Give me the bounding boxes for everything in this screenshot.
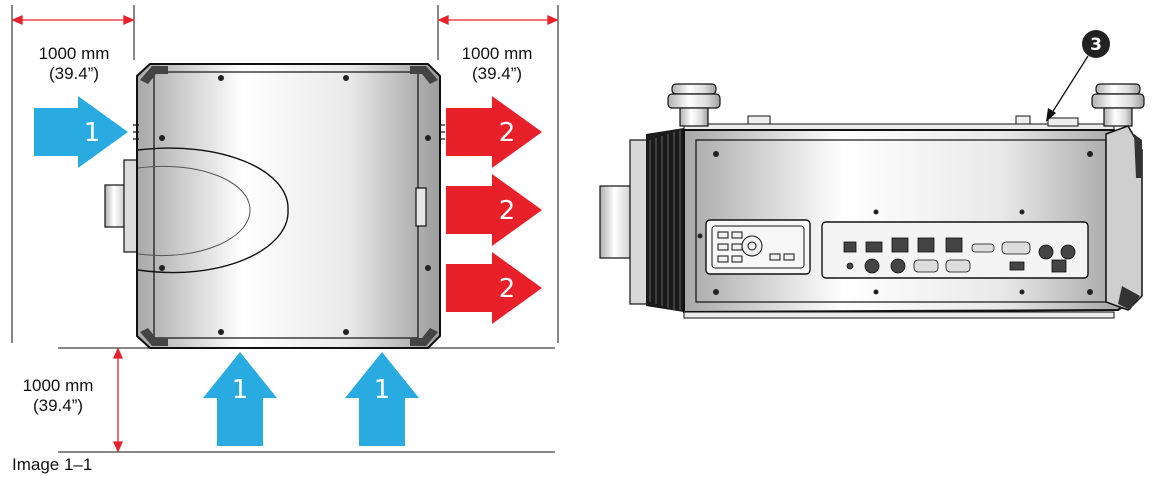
intake-label-left: 1 <box>84 118 101 148</box>
callout-3: 3 <box>1046 30 1110 122</box>
projector-side-view <box>599 83 1145 319</box>
intake-arrow-bottom-right: 1 <box>345 352 419 446</box>
exhaust-arrow-bottom: 2 <box>446 252 542 324</box>
left-clearance-mm: 1000 mm <box>38 44 110 63</box>
bottom-clearance-label: 1000 mm (39.4”) <box>0 376 116 416</box>
left-clearance-label: 1000 mm (39.4”) <box>18 44 130 84</box>
right-clearance-label: 1000 mm (39.4”) <box>441 44 553 84</box>
exhaust-label-bottom: 2 <box>499 274 516 304</box>
exhaust-label-middle: 2 <box>499 196 516 226</box>
intake-label-bottom-right: 1 <box>374 375 391 405</box>
exhaust-label-top: 2 <box>499 118 516 148</box>
bottom-clearance-in: (39.4”) <box>32 396 84 415</box>
intake-label-bottom-left: 1 <box>232 375 249 405</box>
left-clearance-arrow <box>11 14 135 26</box>
exhaust-arrow-top: 2 <box>446 96 542 168</box>
image-caption: Image 1–1 <box>12 455 93 474</box>
right-clearance-mm: 1000 mm <box>461 44 533 63</box>
exhaust-arrow-middle: 2 <box>446 174 542 246</box>
bottom-clearance-arrow <box>112 347 124 453</box>
left-clearance-in: (39.4”) <box>48 64 100 83</box>
intake-arrow-left: 1 <box>34 96 128 168</box>
bottom-clearance-mm: 1000 mm <box>22 376 94 395</box>
projector-top-view <box>104 63 445 349</box>
intake-arrow-bottom-left: 1 <box>203 352 277 446</box>
callout-3-label: 3 <box>1090 35 1102 55</box>
right-clearance-in: (39.4”) <box>471 64 523 83</box>
right-clearance-arrow <box>437 14 559 26</box>
